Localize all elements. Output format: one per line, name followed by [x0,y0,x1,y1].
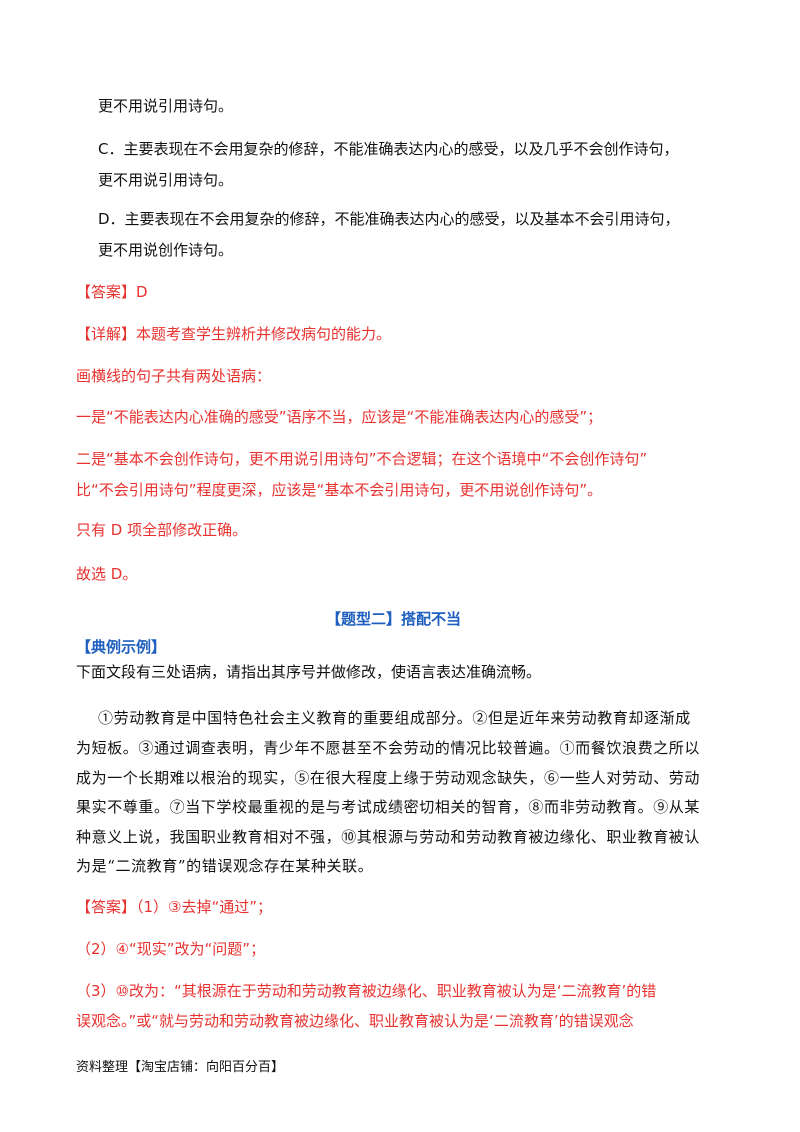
explain-line-3: 一是“不能表达内心准确的感受”语序不当，应该是“不能准确表达内心的感受”； [76,408,603,426]
explain-line-7: 故选 D。 [76,565,138,583]
option-c-line1: C．主要表现在不会用复杂的修辞，不能准确表达内心的感受，以及几乎不会创作诗句， [98,140,679,158]
passage-line: 果实不尊重。⑦当下学校最重视的是与考试成绩密切相关的智育，⑧而非劳动教育。⑨从某 [76,798,701,816]
explain-line-4: 二是“基本不会创作诗句，更不用说引用诗句”不合逻辑；在这个语境中“不会创作诗句” [76,450,648,468]
explain-line-5: 比“不会引用诗句”程度更深，应该是“基本不会引用诗句，更不用说创作诗句”。 [76,481,603,499]
answer-line-4: 误观念。”或“就与劳动和劳动教育被边缘化、职业教育被认为是‘二流教育’的错误观念 [76,1012,634,1030]
section-title: 【题型二】搭配不当 [326,610,462,628]
passage-line: 为短板。③通过调查表明，青少年不愿甚至不会劳动的情况比较普遍。①而餐饮浪费之所以 [76,739,701,757]
explain-line-2: 画横线的句子共有两处语病： [76,367,272,385]
passage-line: 种意义上说，我国职业教育相对不强，⑩其根源与劳动和劳动教育被边缘化、职业教育被认 [76,828,701,846]
answer-line-3: （3）⑩改为：“其根源在于劳动和劳动教育被边缘化、职业教育被认为是‘二流教育’的… [76,982,657,1000]
option-b-tail: 更不用说引用诗句。 [98,97,234,115]
answer-line-2: （2）④“现实”改为“问题”； [76,940,266,958]
page-footer: 资料整理【淘宝店铺：向阳百分百】 [76,1060,285,1075]
answer-line-1: 【答案】（1）③去掉“通过”； [76,898,273,916]
answer-label-1: 【答案】D [76,283,148,301]
passage-line: 成为一个长期难以根治的现实，⑤在很大程度上缘于劳动观念缺失，⑥一些人对劳动、劳动 [76,769,701,787]
option-d-line2: 更不用说创作诗句。 [98,241,234,259]
passage-line: 为是“二流教育”的错误观念存在某种关联。 [76,857,374,875]
passage-line: ①劳动教育是中国特色社会主义教育的重要组成部分。②但是近年来劳动教育却逐渐成 [98,709,691,727]
question-text: 下面文段有三处语病，请指出其序号并做修改，使语言表达准确流畅。 [76,663,542,681]
explain-line-1: 【详解】本题考查学生辨析并修改病句的能力。 [76,325,392,343]
explain-line-6: 只有 D 项全部修改正确。 [76,521,248,539]
example-label: 【典例示例】 [76,638,167,656]
option-d-line1: D．主要表现在不会用复杂的修辞，不能准确表达内心的感受，以及基本不会引用诗句， [98,210,680,228]
option-c-line2: 更不用说引用诗句。 [98,171,234,189]
